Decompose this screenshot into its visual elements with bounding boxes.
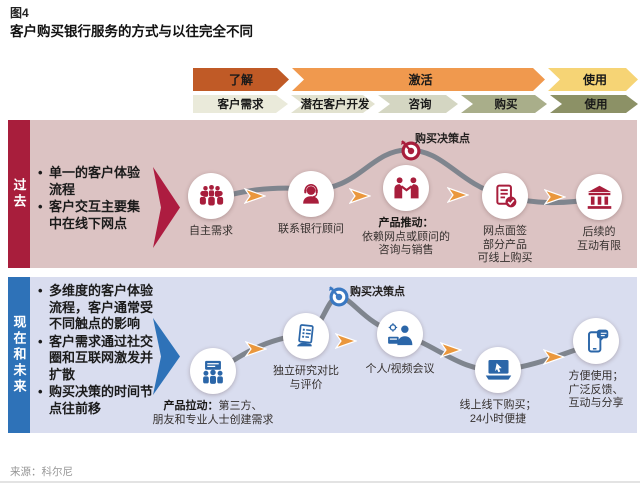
figure-tag: 图4 [10,6,29,20]
past-big-arrow-icon [153,167,180,248]
orange-arrow-icon [335,333,357,349]
past-bullets: 单一的客户体验流程 客户交互主要集中在线下网点 [38,165,142,233]
bullet-item: 购买决策的时间节点往前移 [38,384,156,417]
orange-arrow-icon [447,187,469,203]
video-meeting-icon [388,322,413,345]
stage-top-activation: 激活 [292,68,545,91]
bottom-divider [0,481,640,483]
node-circle [288,171,334,217]
bullet-item: 单一的客户体验流程 [38,165,142,198]
stage-bar-bottom: 客户需求 潜在客户开发 咨询 购买 使用 [193,95,638,113]
future-band: 现在和未来 多维度的客户体验流程，客户通常受不同触点的影响 客户需求通过社交圈和… [8,277,637,433]
advisor-headset-icon [303,184,319,204]
journey-node-product-pull: 产品拉动：第三方、 朋友和专业人士创建需求 [138,277,288,427]
journey-node-branch-sign: 网点面签 部分产品 可线上购买 [450,120,560,266]
node-circle [573,318,619,364]
stage-consult: 咨询 [378,95,458,113]
bank-building-icon [587,185,611,209]
orange-arrow-icon [543,349,565,365]
node-circle [190,348,236,394]
laptop-cursor-icon [485,359,511,380]
node-circle [475,347,521,393]
journey-node-online-offline-purchase: 线上线下购买； 24小时便捷 [443,277,553,426]
bullet-item: 多维度的客户体验流程，客户通常受不同触点的影响 [38,283,156,333]
orange-arrow-icon [349,188,371,204]
journey-node-easy-use-share: 方便使用； 广泛反馈、 互动与分享 [541,277,640,411]
stage-purchase: 购买 [461,95,547,113]
journey-node-self-need: 自主需求 [156,120,266,239]
phone-chat-icon [588,329,609,353]
stage-prospecting: 潜在客户开发 [291,95,375,113]
future-decision-label: 购买决策点 [350,286,405,298]
node-label: 方便使用； 广泛反馈、 互动与分享 [568,370,624,409]
contract-check-icon [495,184,516,207]
survey-doc-icon [297,324,314,347]
future-big-arrow-icon [153,318,180,395]
node-label: 后续的 互动有限 [577,226,621,252]
journey-node-video-meeting: 个人/视频会议 [345,277,455,377]
dart-target-icon [329,286,349,307]
figure-title: 客户购买银行服务的方式与以往完全不同 [10,24,253,39]
stage-need: 客户需求 [193,95,288,113]
journey-node-contact-advisor: 联系银行顾问 [256,120,366,237]
past-band-label: 过去 [11,178,27,210]
bullet-item: 客户需求通过社交圈和互联网激发并扩散 [38,334,156,384]
stage-use: 使用 [550,95,638,113]
node-label: 自主需求 [189,225,233,237]
orange-arrow-icon [440,342,462,358]
stage-bar-top: 了解 激活 使用 [193,68,638,91]
crowd-icon [199,184,223,206]
node-label: 产品拉动：第三方、 朋友和专业人士创建需求 [152,400,274,426]
orange-arrow-icon [245,341,267,357]
journey-node-independent-research: 独立研究对比 与评价 [251,277,361,392]
node-label: 线上线下购买； 24小时便捷 [459,399,537,425]
handshake-people-icon [393,177,419,199]
journey-node-limited-interaction: 后续的 互动有限 [544,120,640,253]
future-bullets: 多维度的客户体验流程，客户通常受不同触点的影响 客户需求通过社交圈和互联网激发并… [38,283,156,418]
past-band: 过去 单一的客户体验流程 客户交互主要集中在线下网点 购买决策点 [8,120,637,268]
future-band-tab: 现在和未来 [8,277,30,433]
node-label: 网点面签 部分产品 可线上购买 [477,225,533,264]
past-decision-label: 购买决策点 [415,133,470,145]
node-label: 产品推动： 依赖网点或顾问的 咨询与销售 [362,217,450,256]
future-band-label: 现在和未来 [11,315,27,395]
node-circle [283,313,329,359]
journey-node-product-push: 产品推动： 依赖网点或顾问的 咨询与销售 [351,120,461,258]
orange-arrow-icon [244,188,266,204]
source-note: 来源：科尔尼 [10,466,73,478]
node-circle [576,174,622,220]
crowd-screen-icon [203,360,223,384]
stage-top-awareness: 了解 [193,68,289,91]
stage-top-usage: 使用 [548,68,638,91]
node-label: 独立研究对比 与评价 [273,365,339,391]
node-circle [377,311,423,357]
bullet-item: 客户交互主要集中在线下网点 [38,199,142,232]
orange-arrow-icon [544,189,566,205]
node-label: 联系银行顾问 [278,223,344,235]
past-band-tab: 过去 [8,120,30,268]
node-circle [383,165,429,211]
node-circle [482,173,528,219]
node-label: 个人/视频会议 [365,363,435,375]
node-circle [188,173,234,219]
dart-target-icon [401,140,421,161]
